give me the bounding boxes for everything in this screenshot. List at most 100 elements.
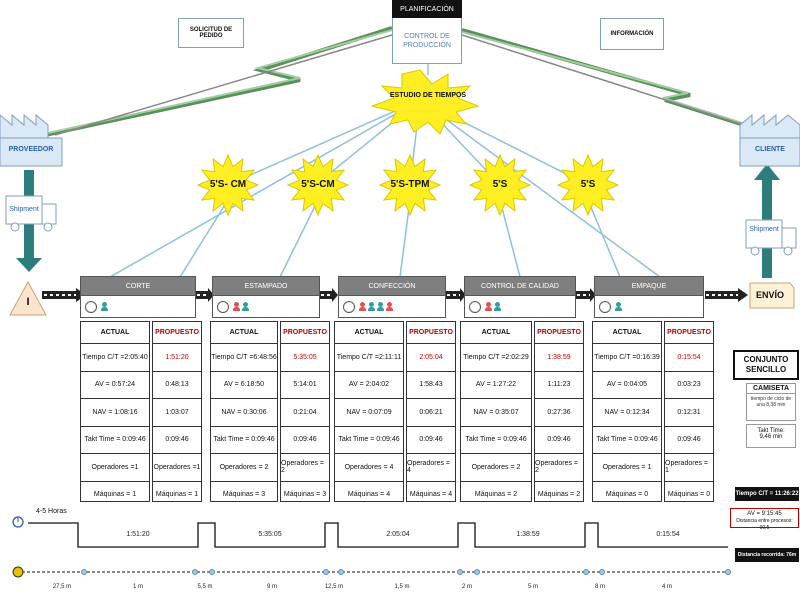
kaizen-burst xyxy=(556,153,620,217)
process-header: CORTE xyxy=(80,276,196,296)
actual-header: ACTUAL xyxy=(461,322,531,344)
operator-group-icon xyxy=(217,301,229,313)
proposed-row: 0:09:46 xyxy=(535,427,583,454)
actual-row: Takt Time = 0:09:46 xyxy=(211,427,277,454)
actual-row: NAV = 0:30:06 xyxy=(211,399,277,427)
takt-value: 9,46 min xyxy=(759,434,783,440)
distance-label: 27,5 m xyxy=(52,584,72,590)
kaizen-label: 5'S-CM xyxy=(301,179,335,190)
actual-row: NAV = 0:12:34 xyxy=(593,399,661,427)
operator-group-icon xyxy=(599,301,611,313)
process-header: ESTAMPADO xyxy=(212,276,320,296)
actual-row: Máquinas = 4 xyxy=(347,491,391,499)
distance-marker xyxy=(338,569,344,575)
operator-icon xyxy=(101,302,108,311)
actual-row: Tiempo C/T =0:16:39 xyxy=(593,344,661,372)
info-flow-left-inner xyxy=(47,29,393,134)
operator-icon xyxy=(615,302,622,311)
info-flow-right-inner xyxy=(461,31,759,129)
lead-time-label: 4-5 Horas xyxy=(36,508,67,515)
av-total: AV = 9:15:45 xyxy=(747,511,782,517)
push-arrows xyxy=(42,288,748,302)
client-label: CLIENTE xyxy=(755,146,785,153)
actual-header: ACTUAL xyxy=(593,322,661,344)
operator-icon xyxy=(242,302,249,311)
distance-label: 12,5 m xyxy=(324,584,344,590)
proposed-row: 1:58:43 xyxy=(407,372,455,399)
proposed-row: Máquinas = 3 xyxy=(283,491,327,499)
takt-label: Takt Time: xyxy=(757,428,785,434)
distance-marker xyxy=(457,569,463,575)
distance-label: 2 m xyxy=(461,584,472,590)
actual-row: AV = 2:04:02 xyxy=(335,372,403,399)
proposed-row: Máquinas = 2 xyxy=(537,491,581,499)
actual-row: Máquinas = 2 xyxy=(474,491,518,499)
takt-card: Takt Time: 9,46 min xyxy=(746,424,796,448)
actual-row: AV = 0:57:24 xyxy=(81,372,149,399)
proposed-row: 0:09:46 xyxy=(407,427,455,454)
process-time-label: 0:15:54 xyxy=(656,531,680,538)
product-name: CAMISETA xyxy=(747,384,795,394)
proposed-row: Operadores = 1 xyxy=(665,454,713,482)
distance-label: 5,5 m xyxy=(197,584,213,590)
time-study-star xyxy=(370,69,480,135)
av-card: AV = 9:15:45 Distancia entre procesos: 0… xyxy=(730,508,799,531)
process-body xyxy=(212,296,320,318)
proposed-header: PROPUESTO xyxy=(407,322,455,344)
actual-row: NAV = 0:35:07 xyxy=(461,399,531,427)
distance-total: Distancia recorrida: 76m xyxy=(735,548,799,562)
proposed-row: Operadores =1 xyxy=(153,454,201,482)
proposed-row: 0:03:23 xyxy=(665,372,713,399)
information-label: INFORMACIÓN xyxy=(610,31,654,37)
actual-row: Máquinas = 0 xyxy=(605,491,649,499)
process-time-label: 5:35:05 xyxy=(258,531,282,538)
proposed-row: 0:21:04 xyxy=(281,399,329,427)
distance-marker xyxy=(209,569,215,575)
proposed-row: 1:11:23 xyxy=(535,372,583,399)
distance-label: 9 m xyxy=(266,584,277,590)
proposed-row: 0:15:54 xyxy=(665,344,713,372)
actual-header: ACTUAL xyxy=(335,322,403,344)
distance-marker xyxy=(192,569,198,575)
planning-title: PLANIFICACIÓN xyxy=(392,0,462,18)
proposed-row: 0:09:46 xyxy=(281,427,329,454)
inventory-triangle xyxy=(9,280,47,316)
process-body xyxy=(464,296,576,318)
operator-group-icon xyxy=(85,301,97,313)
lead-time-ladder xyxy=(28,522,728,548)
truck-right-icon xyxy=(745,219,797,256)
distance-label: 5 m xyxy=(527,584,538,590)
kaizen-label: 5'S xyxy=(492,179,508,190)
actual-row: Takt Time = 0:09:46 xyxy=(81,427,149,454)
proposed-row: Operadores = 4 xyxy=(407,454,455,482)
actual-header: ACTUAL xyxy=(81,322,149,344)
actual-row: AV = 0:04:05 xyxy=(593,372,661,399)
operator-icon xyxy=(368,302,375,311)
proposed-header: PROPUESTO xyxy=(535,322,583,344)
proposed-row: Máquinas = 0 xyxy=(667,491,711,499)
product-card: CAMISETA tiempo de ciclo de una 8,38 min xyxy=(746,383,796,421)
shipment-left-label: Shipment xyxy=(9,206,39,213)
actual-row: Operadores = 4 xyxy=(335,454,403,482)
distance-marker xyxy=(725,569,731,575)
supplier-label: PROVEEDOR xyxy=(8,146,54,153)
proposed-row: 0:12:31 xyxy=(665,399,713,427)
process-header: CONFECCIÓN xyxy=(338,276,446,296)
distance-label: 1,5 m xyxy=(394,584,410,590)
kaizen-burst xyxy=(468,153,532,217)
operator-icon xyxy=(485,302,492,311)
client-factory xyxy=(739,113,800,139)
actual-row: Takt Time = 0:09:46 xyxy=(593,427,661,454)
proposed-row: 1:03:07 xyxy=(153,399,201,427)
distance-marker xyxy=(81,569,87,575)
proposed-row: 2:05:04 xyxy=(407,344,455,372)
